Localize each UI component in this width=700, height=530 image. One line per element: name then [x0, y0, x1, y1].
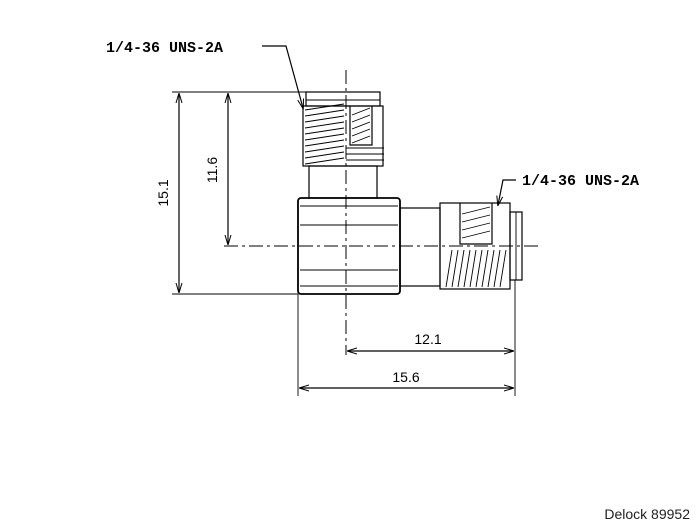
right-section-hatch: [461, 206, 491, 239]
dim-center-height: 11.6: [204, 157, 220, 183]
callout-thread-right: 1/4-36 UNS-2A: [522, 173, 639, 190]
right-thread-hatch: [445, 249, 507, 288]
top-section-hatch: [351, 107, 371, 144]
dim-center-to-end: 12.1: [414, 331, 441, 347]
callout-thread-top: 1/4-36 UNS-2A: [106, 40, 223, 57]
callout-leader-right: [498, 179, 516, 205]
top-connector: [302, 91, 384, 199]
callout-leader-top: [262, 45, 303, 108]
dim-overall-width: 15.6: [392, 369, 419, 385]
top-thread-hatch: [304, 103, 345, 165]
credit-label: Delock 89952: [604, 506, 690, 522]
dim-overall-height: 15.1: [155, 179, 171, 206]
